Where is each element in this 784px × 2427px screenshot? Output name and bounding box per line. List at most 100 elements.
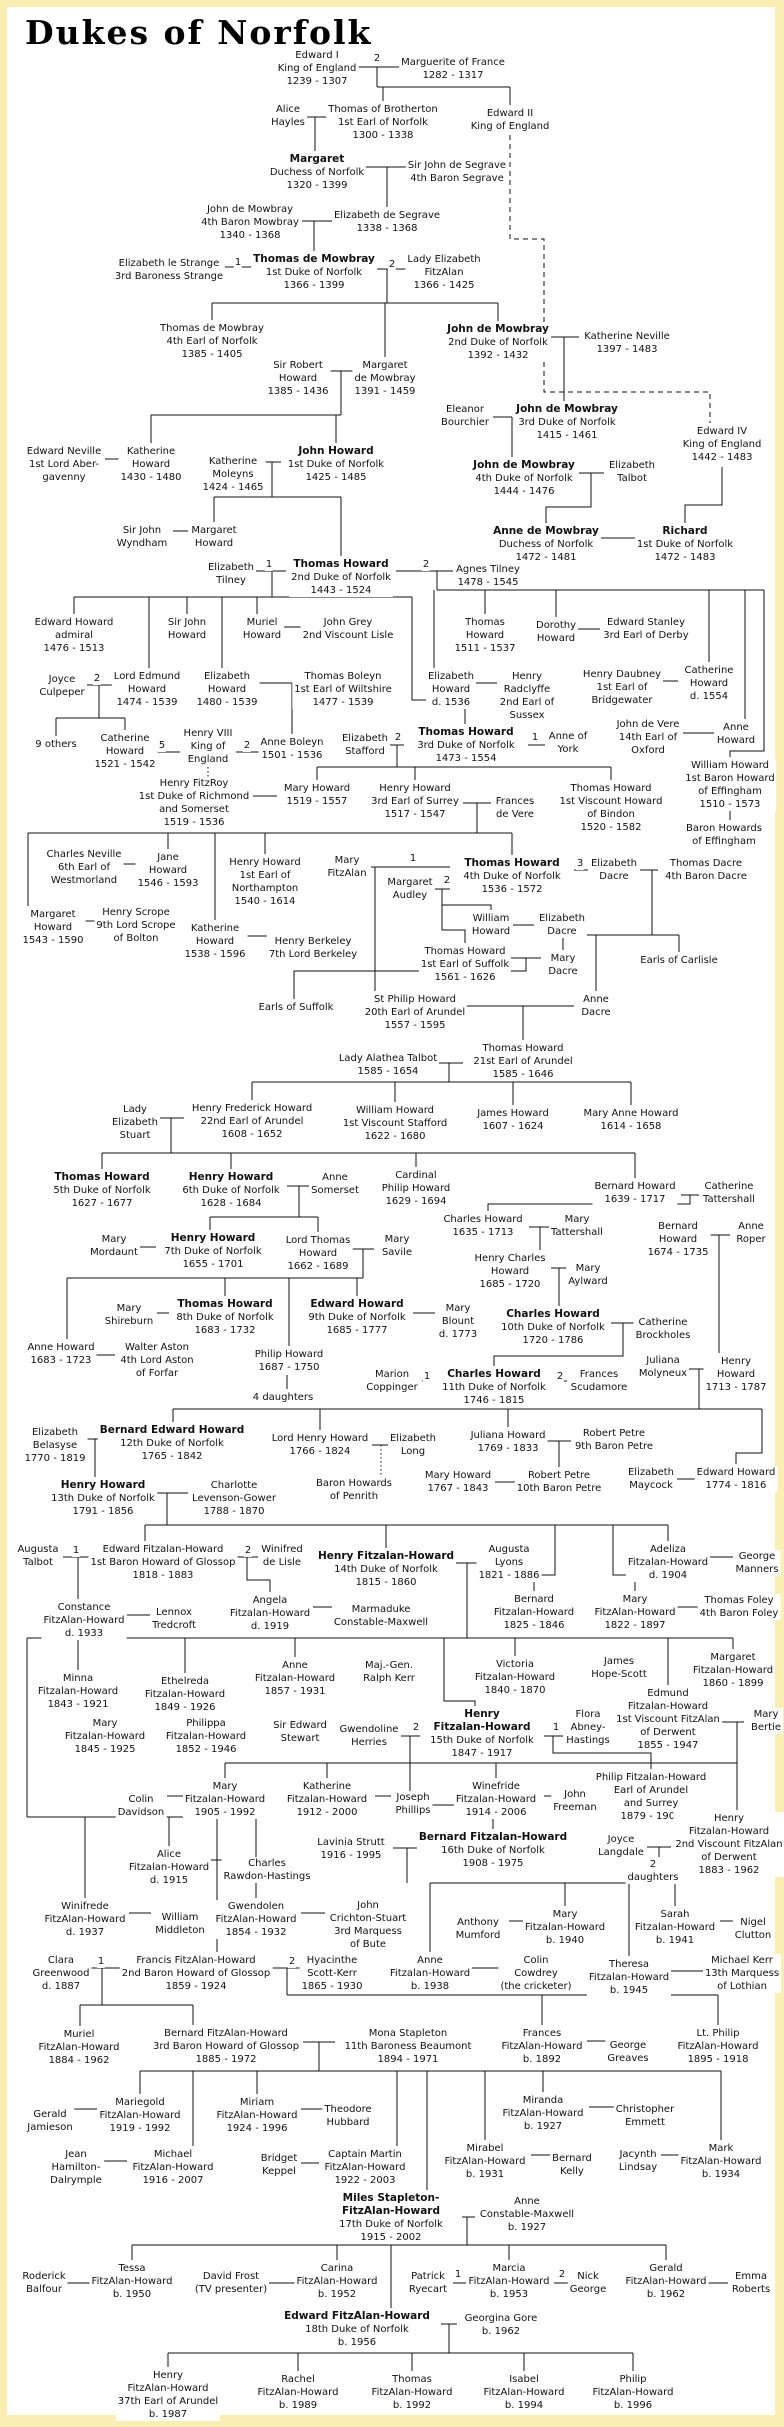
person-detail: Edward Howard (696, 1467, 776, 1478)
person-detail: 1366 - 1399 (283, 280, 345, 291)
person-detail: Fitzalan-Howard (37, 1686, 119, 1697)
person-detail: Henry Howard (229, 857, 301, 868)
person-detail: Augusta (17, 1544, 59, 1555)
person-detail: 1480 - 1539 (196, 697, 258, 708)
person-detail: Aylward (568, 1276, 608, 1287)
person-detail: 1519 - 1557 (286, 796, 348, 807)
person-detail: Gerald (649, 2263, 683, 2274)
person-detail: Edward II (486, 108, 534, 119)
solid-connector (493, 1323, 624, 1366)
person-detail: Howard (689, 678, 729, 689)
person-detail: Theodore (324, 2104, 372, 2115)
person-detail: Cardinal (395, 1170, 437, 1181)
person-detail: Hope-Scott (591, 1669, 647, 1680)
person-detail: John de Mowbray (206, 204, 294, 215)
person-detail: Juliana Howard (470, 1430, 546, 1441)
person-detail: Margaret (387, 877, 433, 888)
person-detail: 1st Earl of Norfolk (338, 117, 428, 128)
person-detail: Clara (47, 1955, 75, 1966)
person-detail: Henry Howard (379, 783, 451, 794)
person-detail: 1430 - 1480 (120, 472, 182, 483)
person-name: Charles Howard (506, 1308, 600, 1320)
person-detail: Hyacinthe (306, 1955, 358, 1966)
person-detail: 1st Earl of Suffolk (420, 959, 510, 970)
person-detail: Henry Daubney (582, 669, 662, 680)
person-detail: 1424 - 1465 (202, 482, 264, 493)
person-detail: 2 (649, 1859, 657, 1870)
person-detail: Sir John de Segrave (407, 160, 507, 171)
person-detail: Margaret (30, 909, 76, 920)
person-detail: 1883 - 1962 (698, 1865, 760, 1876)
person-detail: Adeliza (649, 1544, 687, 1555)
person-detail: Flora (575, 1709, 601, 1720)
person-detail: Constance (57, 1602, 111, 1613)
person-detail: and Somerset (159, 804, 229, 815)
person-detail: 1720 - 1786 (522, 1335, 584, 1346)
person-detail: Howard (33, 922, 73, 933)
person-detail: York (557, 744, 579, 755)
person-detail: Tredcroft (152, 1620, 196, 1631)
person-detail: 1st Duke of Norfolk (287, 459, 385, 470)
person-detail: 1847 - 1917 (451, 1748, 513, 1759)
person-detail: 1st Lord Aber- (28, 459, 100, 470)
person-detail: William (161, 1912, 199, 1923)
person-detail: Angela (252, 1595, 288, 1606)
person-detail: 2nd Duke of Norfolk (448, 337, 548, 348)
person-name: Edward Howard (310, 1298, 404, 1310)
person-detail: 1474 - 1539 (116, 697, 178, 708)
person-name: John de Mowbray (516, 403, 618, 415)
person-detail: Fitzalan-Howard (524, 1922, 606, 1933)
person-detail: Elizabeth (538, 913, 586, 924)
person-detail: England (187, 754, 229, 765)
person-detail: 4th Lord Aston (120, 1355, 194, 1366)
person-detail: Anne (514, 2196, 540, 2207)
person-detail: Henry (152, 2370, 184, 2381)
person-detail: Joseph (396, 1792, 430, 1803)
person-detail: Philip (619, 2374, 647, 2385)
person-detail: 7th Duke of Norfolk (164, 1246, 262, 1257)
person-detail: 4th Baron Dacre (665, 871, 747, 882)
person-name: John de Mowbray (473, 459, 575, 471)
person-detail: FitzAlan-Howard (91, 2276, 173, 2287)
person-detail: Fitzalan-Howard (627, 1701, 709, 1712)
person-detail: 1788 - 1870 (203, 1506, 265, 1517)
person-detail: Margaret (710, 1652, 756, 1663)
person-detail: 1825 - 1846 (503, 1620, 565, 1631)
person-detail: Elizabeth (341, 733, 389, 744)
person-detail: 13th Marquess (704, 1968, 780, 1979)
person-detail: King of England (277, 63, 357, 74)
person-detail: 1546 - 1593 (137, 878, 199, 889)
person-detail: Anne (723, 722, 749, 733)
person-detail: (the cricketer) (500, 1981, 572, 1992)
person-detail: Howard (278, 373, 318, 384)
person-name: Henry Howard (60, 1479, 146, 1491)
person-detail: 4th Duke of Norfolk (463, 871, 561, 882)
person-detail: 1774 - 1816 (705, 1480, 767, 1491)
person-detail: 1st Viscount Howard (559, 796, 663, 807)
person-detail: Audley (392, 890, 428, 901)
person-detail: Mona Stapleton (368, 2028, 448, 2039)
person-detail: 16th Duke of Norfolk (441, 1845, 545, 1856)
